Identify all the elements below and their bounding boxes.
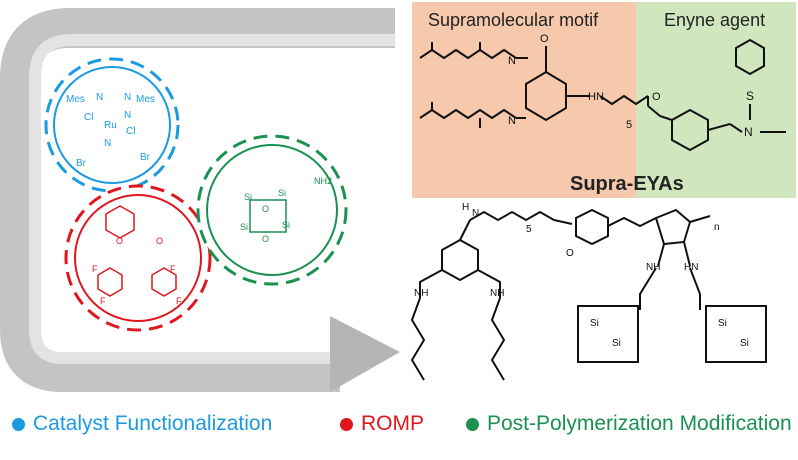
cl1-label: Cl <box>84 112 93 123</box>
polymer-si-4: Si <box>740 338 749 349</box>
n4-label: N <box>104 138 111 149</box>
mes-right-label: Mes <box>136 94 155 105</box>
polymer-nh: NH <box>646 262 660 273</box>
spacer-subscript: 5 <box>626 119 632 131</box>
polymer-hn: HN <box>684 262 698 273</box>
polymer-si-1: Si <box>590 318 599 329</box>
poss-cage-left <box>577 305 639 363</box>
enyne-panel <box>636 2 796 198</box>
sulfonamide-n: N <box>744 125 753 139</box>
polymer-si-2: Si <box>612 338 621 349</box>
amide-nh-1: N <box>508 55 516 67</box>
polymer-n: N <box>472 208 479 219</box>
o-2: O <box>262 234 269 244</box>
si-2: Si <box>278 188 286 198</box>
ru-label: Ru <box>104 120 117 131</box>
legend-dot-red <box>340 417 353 431</box>
cl2-label: Cl <box>126 126 135 137</box>
alkyl-chains <box>419 42 517 128</box>
ester-o-label-2: O <box>156 236 163 246</box>
ester-o: O <box>652 91 661 103</box>
polymer-hn-2: NH <box>490 288 504 299</box>
polymer-si-3: Si <box>718 318 727 329</box>
poss-gear: NH2 Si Si Si Si O O <box>196 134 348 286</box>
enyne-title: Enyne agent <box>664 10 765 30</box>
amide-hn: HN <box>588 91 604 103</box>
mes-left-label: Mes <box>66 94 85 105</box>
amide-o-1: O <box>540 33 549 45</box>
motif-title: Supramolecular motif <box>428 10 599 30</box>
fluoro-f-2: F <box>170 264 176 274</box>
polymer-ester-o: O <box>566 248 574 259</box>
fluoro-f-1: F <box>92 264 98 274</box>
legend-label-catalyst: Catalyst Functionalization <box>33 412 273 435</box>
fluoro-f-4: F <box>176 296 182 306</box>
legend-dot-blue <box>12 417 25 431</box>
br1-label: Br <box>76 158 87 169</box>
process-arrow <box>0 8 400 392</box>
poss-cage-right <box>705 305 767 363</box>
tosyl-ring <box>735 38 765 76</box>
legend-post-polymerization: Post-Polymerization Modification <box>466 412 792 436</box>
n2-label: N <box>124 92 131 103</box>
n1-label: N <box>96 92 103 103</box>
polymer-sub5: 5 <box>526 224 532 235</box>
legend: Catalyst Functionalization ROMP Post-Pol… <box>0 412 798 448</box>
supra-eya-label: Supra-EYAs <box>570 173 684 195</box>
legend-romp: ROMP <box>340 412 424 436</box>
motif-panel <box>412 2 636 198</box>
monomer-gear: O O F F F F <box>64 184 212 332</box>
supra-eya-panel: Supramolecular motif Enyne agent Supra-E… <box>412 2 796 198</box>
polymer-structure <box>410 208 767 381</box>
br2-label: Br <box>140 152 151 163</box>
legend-dot-green <box>466 417 479 431</box>
polymer-benzene-core <box>441 238 479 282</box>
legend-catalyst-functionalization: Catalyst Functionalization <box>12 412 272 436</box>
amide-nh-2: N <box>508 115 516 127</box>
si-3: Si <box>240 222 248 232</box>
amine-label: NH2 <box>314 176 332 186</box>
ester-o-label: O <box>116 236 123 246</box>
sulfonyl-s: S <box>746 89 754 103</box>
polymer-h: H <box>462 202 469 213</box>
legend-label-romp: ROMP <box>361 412 424 435</box>
polymer-nh-2: NH <box>414 288 428 299</box>
catalyst-gear: Mes Mes N N Cl Ru Cl N N Br Br <box>44 57 180 193</box>
fluoro-f-3: F <box>100 296 106 306</box>
n3-label: N <box>124 110 131 121</box>
motif-benzene-ring <box>525 70 567 122</box>
o-1: O <box>262 204 269 214</box>
polymer-sub-n: n <box>714 222 720 233</box>
legend-label-ppm: Post-Polymerization Modification <box>487 412 792 435</box>
si-1: Si <box>244 192 252 202</box>
